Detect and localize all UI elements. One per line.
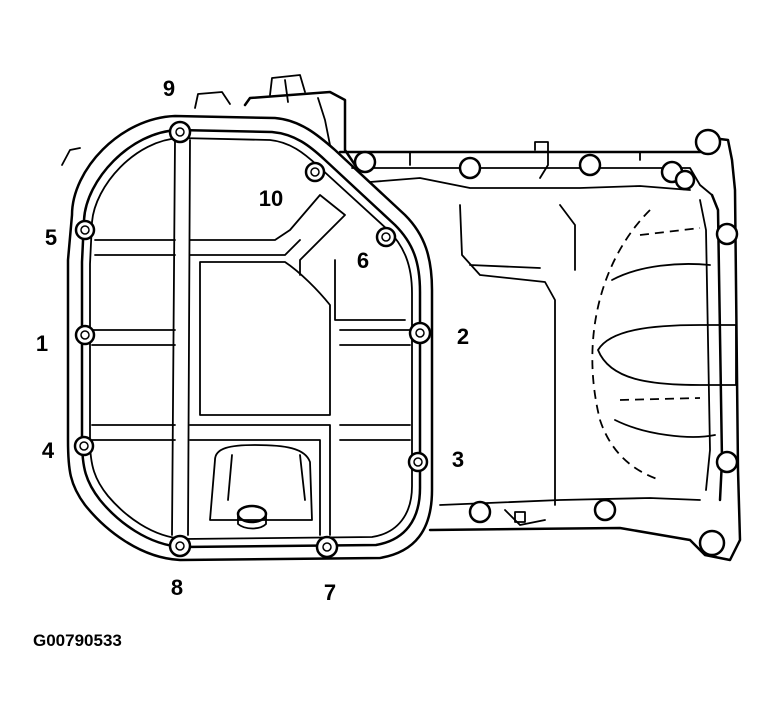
engine-block-outline [61, 74, 742, 562]
bolt-7 [315, 535, 339, 559]
bolt-1 [74, 324, 96, 346]
callout-1: 1 [36, 331, 48, 356]
bolt-6 [375, 226, 397, 248]
lower-oil-pan [66, 114, 434, 562]
bolt-2 [408, 321, 432, 345]
callout-7: 7 [324, 580, 336, 605]
bolt-8 [168, 534, 192, 558]
callout-8: 8 [171, 575, 183, 600]
callout-5: 5 [45, 225, 57, 250]
engine-block-bolts [353, 128, 739, 557]
callout-labels: 1 2 3 4 5 6 7 8 9 10 [36, 76, 469, 605]
callout-4: 4 [42, 438, 55, 463]
callout-9: 9 [163, 76, 175, 101]
callout-3: 3 [452, 447, 464, 472]
bolt-5 [74, 219, 96, 241]
bolt-10 [304, 161, 326, 183]
figure-id: G00790533 [33, 631, 122, 650]
bolt-9 [168, 120, 192, 144]
callout-10: 10 [259, 186, 283, 211]
oil-pan-bolts [73, 120, 432, 559]
bolt-3 [407, 451, 429, 473]
callout-6: 6 [357, 248, 369, 273]
callout-2: 2 [457, 324, 469, 349]
bolt-4 [73, 435, 95, 457]
